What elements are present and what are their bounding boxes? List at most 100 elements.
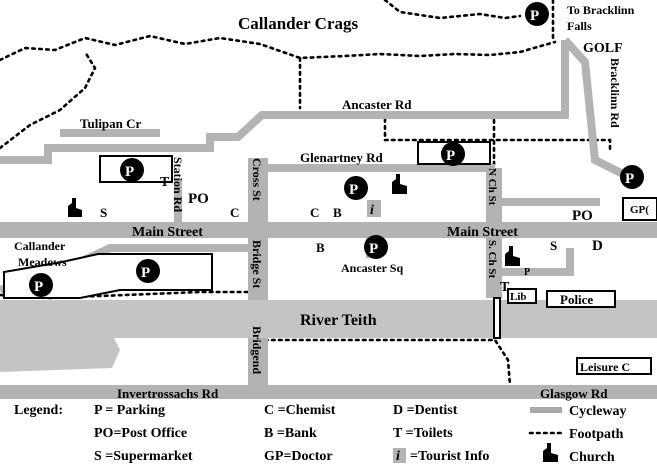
legend-chemist: C =Chemist — [264, 403, 336, 418]
legend-post-office: PO=Post Office — [94, 426, 187, 441]
parking-icon-main: P — [344, 176, 368, 200]
legend-church-icon — [543, 443, 558, 462]
label-glasgow-rd: Glasgow Rd — [540, 386, 608, 401]
label-north-church-st: N Ch St — [486, 168, 498, 206]
label-police: Police — [560, 292, 593, 307]
svg-text:P: P — [125, 164, 134, 180]
roads — [0, 37, 657, 399]
post-office-east: PO — [572, 208, 593, 224]
toilets-station: T — [160, 175, 170, 190]
church-icon-church-st — [505, 246, 520, 266]
ancaster-rd-road — [0, 40, 569, 164]
footpath-ancaster-link — [383, 110, 612, 152]
gp-box — [622, 197, 657, 221]
legend-tourist-info-letter: i — [396, 449, 400, 464]
svg-text:P: P — [34, 279, 43, 295]
parking-icon-meadows-east: P — [136, 259, 160, 283]
church-symbols — [68, 174, 520, 266]
bracklinn-rd-road — [562, 37, 627, 179]
church-st-road — [486, 168, 502, 298]
supermarket-east: S — [550, 238, 557, 253]
svg-text:P: P — [530, 8, 539, 24]
leisure-centre-box — [576, 357, 652, 375]
service-letters: PO PO S S C C B B T T D P i — [100, 175, 603, 295]
footpath-west-loop — [0, 50, 97, 150]
footpath-crags-ridge — [0, 34, 557, 62]
svg-text:P: P — [349, 182, 358, 198]
bank-north: B — [333, 205, 342, 220]
tourist-info-icon — [367, 200, 381, 217]
legend-tourist-info-icon — [393, 448, 406, 463]
main-street-road — [0, 222, 657, 238]
parking-icon-meadows-west: P — [29, 273, 53, 297]
legend-heading: Legend: — [14, 403, 63, 418]
label-cross-st: Cross St — [250, 158, 264, 201]
chemist-centre: C — [310, 205, 319, 220]
label-tulipan-cr: Tulipan Cr — [80, 116, 142, 131]
legend-doctor: GP=Doctor — [264, 449, 333, 464]
label-main-street-west: Main Street — [132, 225, 203, 240]
dentist: D — [592, 238, 603, 254]
legend-toilets: T =Toilets — [393, 426, 453, 441]
church-icon-glenartney — [392, 174, 407, 194]
supermarket-west: S — [100, 205, 107, 220]
label-glenartney-rd: Glenartney Rd — [300, 150, 383, 165]
legend-tourist-info: =Tourist Info — [410, 449, 489, 464]
label-invertrossachs-rd: Invertrossachs Rd — [117, 386, 219, 401]
svg-text:P: P — [446, 148, 455, 164]
label-ancaster-rd: Ancaster Rd — [342, 97, 412, 112]
legend-footpath: Footpath — [569, 427, 624, 442]
meadows-car-park — [3, 253, 213, 299]
parking-small: P — [524, 267, 530, 278]
label-callander-meadows-1: Callander — [14, 239, 66, 253]
chemist-west: C — [230, 205, 239, 220]
legend-dentist: D =Dentist — [393, 403, 458, 418]
map-labels: Callander Crags To Bracklinn Falls GOLF … — [14, 3, 649, 401]
label-callander-crags: Callander Crags — [238, 14, 358, 33]
legend-parking: P = Parking — [94, 403, 165, 418]
footpath-top-north — [383, 0, 522, 20]
invertrossachs-glasgow-rd — [0, 385, 657, 399]
label-library: Lib — [510, 291, 527, 303]
parking-icon-station: P — [120, 158, 144, 182]
parking-icon-glenartney: P — [441, 142, 465, 166]
label-golf: GOLF — [583, 41, 623, 56]
legend-bank: B =Bank — [264, 426, 317, 441]
label-station-rd: Station Rd — [171, 157, 185, 212]
label-to-bracklinn-line1: To Bracklinn — [567, 3, 635, 17]
parking-icon-gp: P — [620, 165, 644, 189]
legend-church: Church — [569, 450, 615, 465]
footpath-river-south — [263, 338, 512, 387]
library-box — [507, 288, 537, 304]
label-gp: GP( — [630, 204, 649, 216]
legend: Legend: P = Parking PO=Post Office S =Su… — [14, 403, 627, 465]
toilets-church: T — [500, 280, 510, 295]
legend-supermarket: S =Supermarket — [94, 449, 193, 464]
label-bracklinn-rd: Bracklinn Rd — [608, 58, 622, 128]
label-to-bracklinn-line2: Falls — [567, 19, 592, 33]
svg-text:P: P — [141, 265, 150, 281]
tourist-info-letter: i — [370, 203, 374, 218]
svg-text:P: P — [625, 171, 634, 187]
label-bridgend: Bridgend — [250, 326, 264, 374]
label-leisure-centre: Leisure C — [580, 360, 630, 374]
parking-icon-ancaster-sq: P — [364, 235, 388, 259]
label-ancaster-sq: Ancaster Sq — [341, 261, 403, 275]
label-bridge-st: Bridge St — [250, 240, 264, 288]
legend-cycleway: Cycleway — [569, 404, 627, 419]
label-main-street-east: Main Street — [447, 225, 518, 240]
south-link-road — [502, 248, 574, 276]
parking-icon-bracklinn: P — [525, 2, 549, 26]
label-river-teith: River Teith — [300, 312, 377, 329]
river-bank-west — [0, 330, 120, 372]
post-office-west: PO — [188, 191, 209, 207]
outlined-areas — [3, 141, 657, 375]
svg-text:P: P — [369, 241, 378, 257]
parking-symbols: P P P P P P P P — [29, 2, 644, 297]
label-callander-meadows-2: Meadows — [18, 255, 67, 269]
footbridge — [493, 297, 501, 339]
church-icon-west — [68, 198, 82, 217]
bank-south: B — [316, 240, 325, 255]
label-south-church-st: S. Ch St — [486, 240, 498, 279]
